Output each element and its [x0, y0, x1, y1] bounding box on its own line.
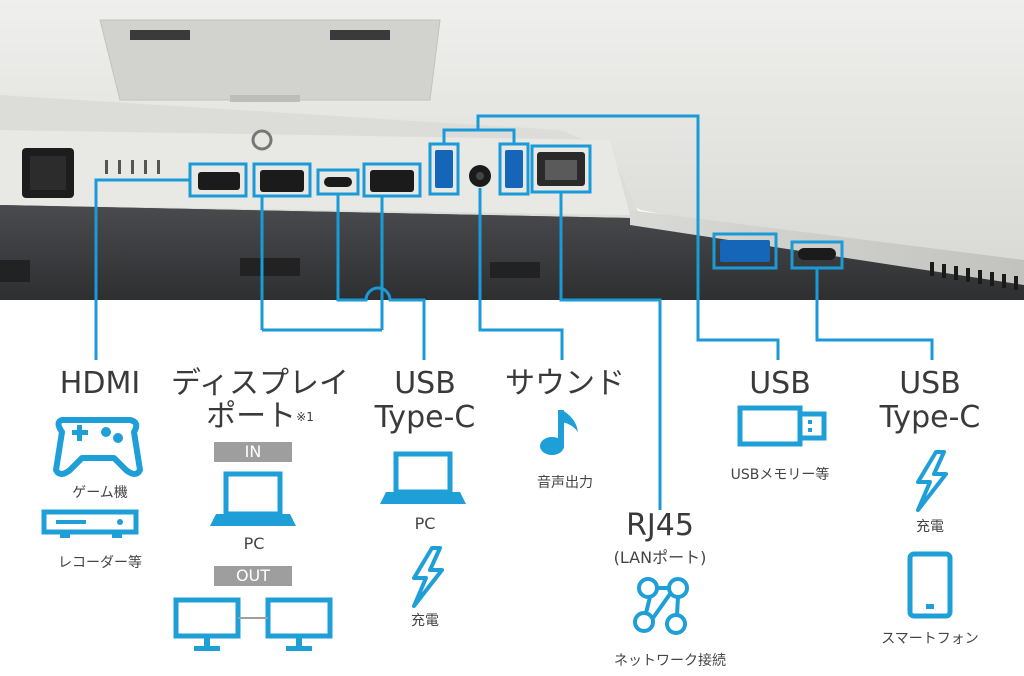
rj45-label: ネットワーク接続: [614, 653, 726, 669]
displayport-title-line1: ディスプレイ: [171, 366, 349, 401]
hdmi-use-2: レコーダー等: [58, 555, 142, 571]
displayport-out-tag: OUT: [214, 566, 292, 586]
hdmi-title: HDMI: [59, 366, 141, 401]
usbc-rear-title-line2: Type-C: [374, 400, 476, 435]
hdmi-use-1: ゲーム機: [72, 485, 128, 501]
displayport-note: ※1: [296, 410, 314, 424]
sound-label: 音声出力: [537, 475, 593, 491]
usb-side-title: USB: [749, 366, 811, 401]
usb-side-label: USBメモリー等: [730, 467, 830, 483]
usbc-rear-label-pc: PC: [414, 514, 436, 533]
usbc-rear-label-charge: 充電: [411, 613, 439, 629]
displayport-in-label: PC: [243, 534, 265, 553]
usbc-side-label-phone: スマートフォン: [881, 631, 979, 647]
usbc-side-title-line2: Type-C: [879, 400, 981, 435]
displayport-in-tag: IN: [214, 442, 292, 462]
rj45-title: RJ45: [626, 508, 694, 543]
displayport-title-line2: ポート※1: [180, 400, 340, 434]
sound-title: サウンド: [505, 366, 625, 401]
usbc-side-title-line1: USB: [899, 366, 961, 401]
rj45-subtitle: (LANポート): [613, 548, 707, 567]
usbc-side-label-charge: 充電: [916, 519, 944, 535]
displayport-title-text: ポート: [206, 399, 297, 434]
usbc-rear-title-line1: USB: [394, 366, 456, 401]
